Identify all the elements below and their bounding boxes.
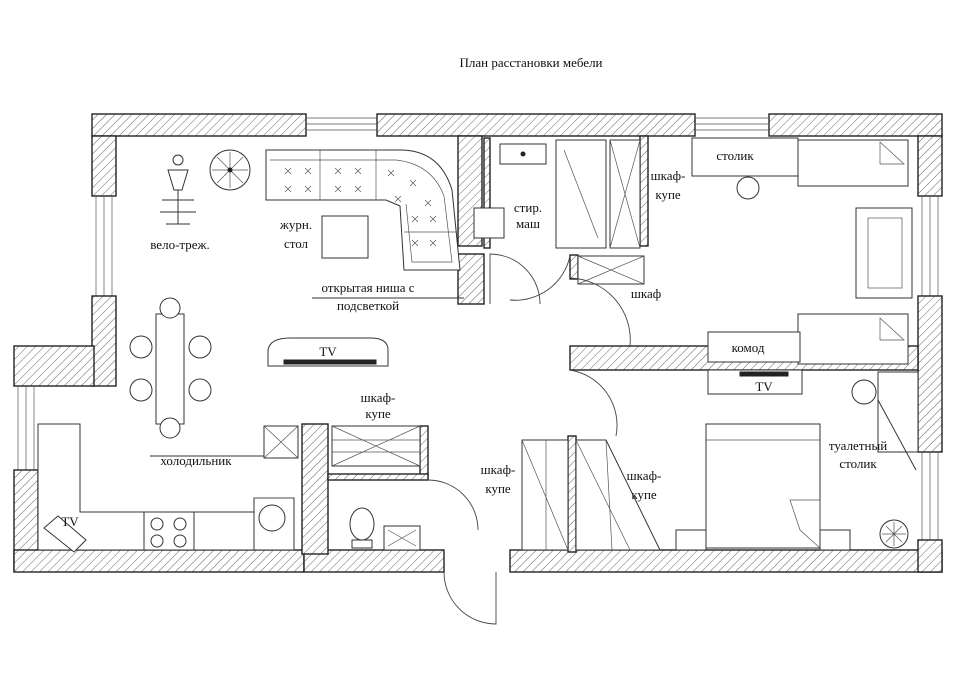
cabinet-lines	[577, 255, 645, 285]
fridge-cross	[263, 425, 299, 459]
wc-sink-lines	[387, 529, 417, 547]
wardrobe-corridor-2	[575, 439, 661, 551]
wardrobe-c1-label-2: купе	[485, 481, 511, 496]
washer-icon	[473, 207, 505, 239]
wardrobe-c2-label-1: шкаф-	[627, 468, 662, 483]
bed-bottom	[797, 313, 909, 365]
dining-table	[129, 297, 212, 439]
wardrobe-c1-label-1: шкаф-	[481, 462, 516, 477]
plant-icon-bedroom	[879, 519, 909, 549]
vanity-leader	[877, 399, 917, 471]
tv-stand-living	[267, 337, 389, 367]
bed-bottom-pillow	[879, 317, 905, 341]
fridge-label: холодильник	[160, 453, 232, 468]
tv-living-label: TV	[319, 344, 337, 359]
nightstand-right	[819, 529, 851, 551]
bed-top	[797, 139, 909, 187]
outer-walls	[13, 113, 943, 573]
shower-cabin	[555, 139, 607, 249]
door-swings	[427, 253, 631, 625]
armchair	[855, 207, 913, 299]
wardrobe-hall-label-2: купе	[365, 406, 391, 421]
bed-top-pillow	[879, 141, 905, 165]
wardrobe-bath-lines	[609, 139, 641, 249]
plant-icon	[209, 149, 251, 191]
side-table	[691, 137, 799, 177]
niche-label-2: подсветкой	[337, 298, 399, 313]
niche-label-1: открытая ниша с	[321, 280, 414, 295]
wardrobe-bath-label-2: купе	[655, 187, 681, 202]
armchair-seat	[867, 217, 903, 289]
tv-bedroom-label: TV	[755, 379, 773, 394]
shower-line	[563, 149, 599, 239]
wardrobe-corridor-2-lines	[575, 439, 631, 551]
vanity-label-2: столик	[839, 456, 877, 471]
tv-kitchen-label: TV	[61, 514, 79, 529]
toilet-tank	[351, 539, 373, 549]
double-bed	[705, 423, 821, 549]
plan-title: План расстановки мебели	[459, 55, 602, 70]
washer-label-2: маш	[516, 216, 540, 231]
exercise-bike-icon	[160, 154, 196, 225]
dresser	[707, 331, 801, 363]
toilet-icon	[349, 507, 375, 541]
coffee-table	[321, 215, 369, 259]
kitchen-counter	[37, 423, 295, 551]
nightstand-left	[675, 529, 707, 551]
wardrobe-hall-lines	[331, 425, 421, 467]
corner-sofa	[265, 149, 461, 271]
wardrobe-corridor-1-lines	[521, 439, 569, 551]
tv-screen-living	[283, 359, 377, 365]
wardrobe-c2-label-2: купе	[631, 487, 657, 502]
vanity-label-1: туалетный	[829, 438, 887, 453]
bath-sink-drain	[520, 151, 526, 157]
coffee-table-label-2: стол	[284, 236, 309, 251]
tv-screen-bedroom	[739, 371, 789, 377]
washer-label-1: стир.	[514, 200, 542, 215]
cabinet-label: шкаф	[631, 286, 661, 301]
side-chair	[736, 176, 760, 200]
wardrobe-bath-label-1: шкаф-	[651, 168, 686, 183]
tv-kitchen	[43, 515, 87, 553]
coffee-table-label-1: журн.	[279, 217, 312, 232]
side-table-label: столик	[716, 148, 754, 163]
vanity-chair	[851, 379, 877, 405]
wardrobe-hall-label-1: шкаф-	[361, 390, 396, 405]
bike-label: вело-треж.	[150, 237, 210, 252]
dresser-label: комод	[732, 340, 765, 355]
